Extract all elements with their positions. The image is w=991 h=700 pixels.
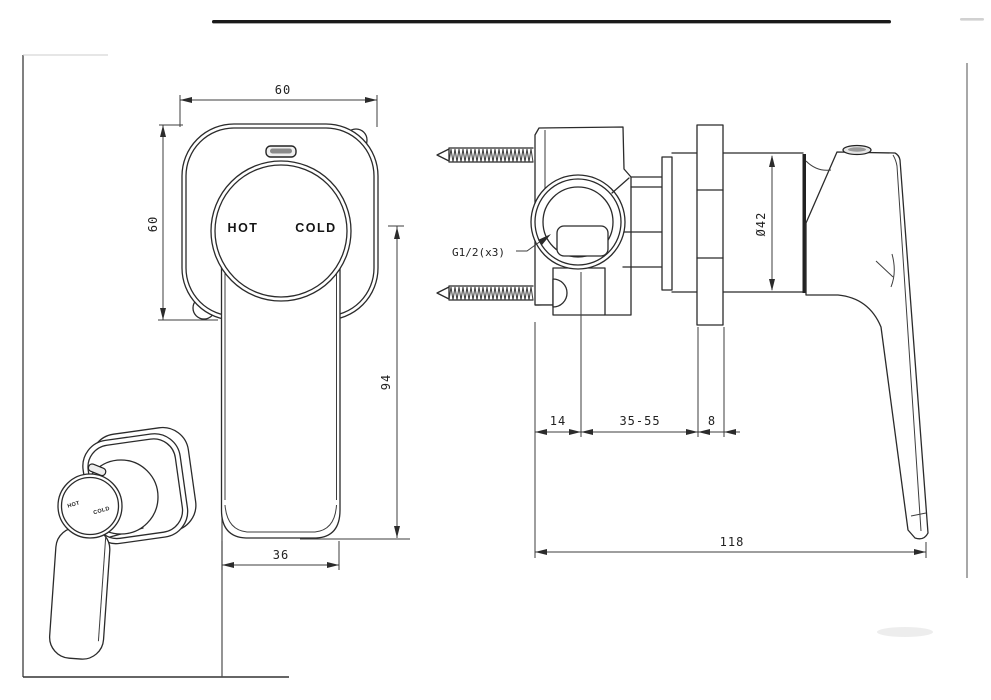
handle-neck-fillet (805, 160, 832, 171)
handle-thumb-detail (875, 253, 895, 288)
handle-lever-side-inner-edge (892, 154, 922, 532)
handle-hub-face (802, 154, 806, 293)
perspective-top-button (87, 463, 107, 477)
handle-tip-cap-line (910, 512, 927, 517)
side-view-dimensions: Ø42 14 35-55 8 118 (534, 155, 927, 558)
perspective-hot-label: HOT (67, 500, 81, 509)
handle-lever-side (805, 151, 929, 540)
thread-spec-callout: G1/2(x3) (452, 234, 551, 259)
drawing-frame (22, 18, 984, 678)
dim-plate-height: 60 (146, 216, 160, 232)
handle-lever-front (220, 267, 341, 539)
dim-bracket-depth: 14 (550, 414, 566, 428)
sleeve-plate (661, 156, 673, 291)
body-corner-edge (611, 177, 630, 194)
scan-artifact (877, 627, 933, 637)
scan-artifact (960, 18, 984, 21)
handle-top-button-inset (270, 148, 292, 154)
dim-diameter: Ø42 (754, 212, 768, 237)
dim-handle-width: 36 (273, 548, 289, 562)
inlet-port-middle-ring (534, 178, 622, 266)
thread-spec-label: G1/2(x3) (452, 246, 505, 259)
handle-cap-button-inset (848, 147, 866, 152)
perspective-cold-label: COLD (93, 506, 111, 516)
perspective-lever-inner-edge (97, 536, 107, 642)
front-view-dimensions: 60 60 94 36 (146, 83, 410, 570)
cartridge-seat (556, 225, 609, 257)
dim-total-depth: 118 (720, 535, 745, 549)
cold-label: COLD (295, 221, 336, 235)
handle-lever-front-inner-edge (224, 504, 337, 533)
handle-base-inner-circle (214, 164, 348, 298)
mounting-screw-bottom (436, 285, 534, 301)
handle-base-circle (210, 160, 352, 302)
perspective-view: HOT COLD (48, 426, 197, 660)
dim-plate-width: 60 (275, 83, 291, 97)
dim-wall-thickness-range: 35-55 (619, 414, 660, 428)
inlet-port-inner-ring (542, 186, 614, 258)
side-view: G1/2(x3) (436, 124, 929, 540)
top-scan-bar (212, 20, 891, 24)
mounting-screw-top (436, 147, 534, 163)
dim-flange-thickness: 8 (708, 414, 716, 428)
escutcheon-flange (696, 124, 724, 326)
perspective-handle-cap-inner (60, 476, 120, 536)
front-view: HOT COLD (181, 123, 379, 539)
dim-handle-length: 94 (379, 374, 393, 390)
perspective-handle-cap (57, 473, 123, 539)
valve-body-step (535, 304, 605, 316)
valve-body-plug (552, 278, 568, 308)
hot-label: HOT (228, 221, 259, 235)
